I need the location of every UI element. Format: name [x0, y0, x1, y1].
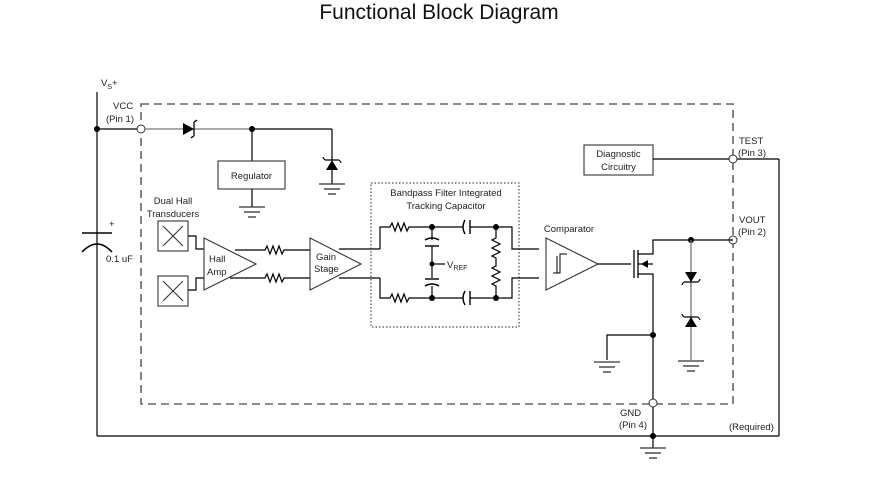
diagnostic-circuitry-block — [583, 144, 654, 176]
ground-symbol-zener — [318, 183, 346, 195]
filter-label-line1: Bandpass Filter Integrated — [390, 188, 501, 199]
ground-symbol-regulator — [238, 206, 266, 218]
pin-test[interactable] — [728, 154, 738, 164]
vref-label: VREF — [447, 260, 467, 272]
filter-label-line2: Tracking Capacitor — [406, 201, 485, 212]
pin-vcc[interactable] — [136, 124, 146, 134]
hall-element-icon — [157, 275, 189, 307]
hall-transducers-label-line2: Transducers — [147, 209, 200, 220]
pin-gnd[interactable] — [648, 398, 658, 408]
gain-stage-label-line2: Stage — [314, 264, 339, 275]
test-pin-label: (Pin 3) — [738, 148, 766, 159]
hall-amp-label-line2: Amp — [207, 267, 227, 278]
gnd-label: GND — [620, 408, 641, 419]
hall-amp-block — [203, 237, 258, 291]
cap-value: 0.1 uF — [106, 254, 133, 265]
diagnostic-label-line1: Diagnostic — [596, 149, 641, 160]
gain-stage-block — [309, 237, 363, 291]
vcc-label: VCC — [113, 101, 133, 112]
bandpass-filter-block — [370, 182, 520, 328]
comparator-label: Comparator — [544, 224, 594, 235]
regulator-label: Regulator — [231, 171, 272, 182]
output-mosfet-icon — [633, 239, 733, 399]
ic-boundary — [140, 103, 734, 405]
ground-symbol-external — [639, 447, 667, 459]
zener-clamp-icon — [322, 156, 342, 184]
vcc-rail — [145, 128, 333, 161]
external-wiring — [96, 92, 780, 448]
junction — [429, 224, 435, 230]
hysteresis-icon — [553, 253, 567, 274]
vout-label: VOUT — [739, 215, 766, 226]
junction-regulator — [249, 126, 255, 132]
junction — [429, 261, 435, 267]
regulator-block — [217, 160, 286, 190]
vcc-pin-label: (Pin 1) — [106, 114, 134, 125]
filter-network — [379, 219, 539, 306]
output-clamp-zeners-icon — [681, 240, 701, 360]
ground-symbol-clamp — [677, 360, 705, 372]
vout-pin-label: (Pin 2) — [738, 227, 766, 238]
junction-gnd — [650, 433, 656, 439]
resistor-icon — [235, 244, 310, 256]
hall-transducers-label-line1: Dual Hall — [154, 196, 193, 207]
gain-stage-label-line1: Gain — [316, 252, 336, 263]
gnd-pin-label: (Pin 4) — [619, 420, 647, 431]
junction-vs — [94, 126, 100, 132]
required-label: (Required) — [729, 422, 774, 433]
bypass-capacitor — [81, 232, 113, 253]
resistor-icon — [230, 272, 310, 284]
comparator-block — [545, 237, 600, 291]
junction — [493, 224, 499, 230]
cap-plus: + — [109, 219, 115, 230]
diagram-title: Functional Block Diagram — [319, 1, 559, 24]
diagnostic-label-line2: Circuitry — [601, 162, 636, 173]
ground-symbol-internal — [593, 361, 621, 373]
vs-label: VS+ — [101, 78, 118, 91]
test-label: TEST — [739, 136, 763, 147]
junction — [493, 295, 499, 301]
junction — [429, 295, 435, 301]
hall-amp-label-line1: Hall — [209, 254, 225, 265]
hall-element-icon — [157, 220, 189, 252]
reverse-protection-diode-icon — [183, 119, 198, 139]
